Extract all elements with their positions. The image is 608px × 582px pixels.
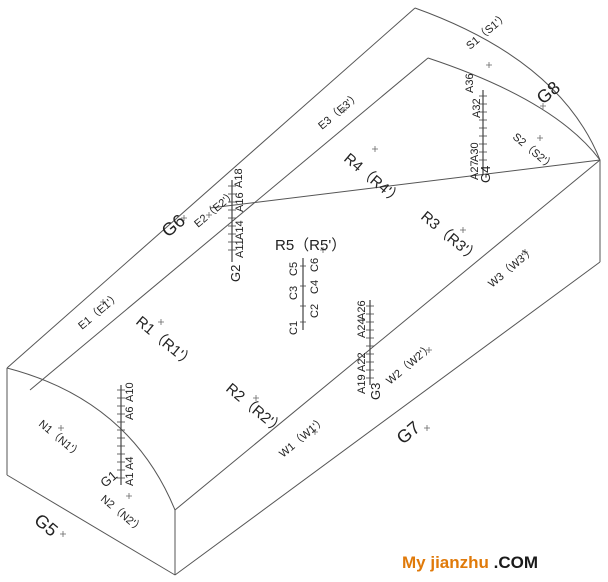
label-g7: G7 xyxy=(393,417,424,448)
label-a6: A6 xyxy=(124,407,136,420)
labels: S1（S1'） A36 A32 G8 E3（E3'） S2（S2'） A30 A… xyxy=(30,10,564,541)
marker-r2 xyxy=(253,395,259,401)
label-a18: A18 xyxy=(233,168,245,188)
marker-g7 xyxy=(424,425,430,431)
rod-g2-ticks xyxy=(228,185,236,251)
box-edge-left-arch xyxy=(6,367,176,511)
box-edge-top-front xyxy=(209,159,601,209)
label-g5: G5 xyxy=(30,510,61,541)
marker-w1 xyxy=(312,429,318,435)
label-s2: S2（S2'） xyxy=(510,130,557,173)
watermark-suffix: .COM xyxy=(494,553,538,572)
rod-g4-ticks xyxy=(479,95,487,161)
label-a11: A11 xyxy=(234,239,246,258)
label-a16: A16 xyxy=(234,192,246,212)
label-c3: C3 xyxy=(288,286,300,300)
marker-n2 xyxy=(126,493,132,499)
label-w2: W2（W2'） xyxy=(384,341,436,388)
point-markers xyxy=(58,62,546,537)
label-w1: W1（W1'） xyxy=(277,414,329,461)
box-edge-bottom-front xyxy=(174,261,601,576)
label-a27: A27 xyxy=(469,160,481,180)
marker-e3 xyxy=(341,107,347,113)
marker-r5 xyxy=(320,247,326,253)
rods xyxy=(117,90,487,485)
marker-r4 xyxy=(372,146,378,152)
marker-r1 xyxy=(158,319,164,325)
label-g8: G8 xyxy=(533,77,564,108)
marker-e2 xyxy=(206,212,212,218)
label-g3: G3 xyxy=(368,383,383,400)
rod-g1-ticks xyxy=(117,389,125,479)
label-g1: G1 xyxy=(97,468,120,491)
label-r4: R4（R4'） xyxy=(340,150,405,209)
label-a36: A36 xyxy=(464,73,476,93)
box-outline xyxy=(6,7,601,576)
label-a22: A22 xyxy=(356,352,368,372)
marker-g8 xyxy=(540,103,546,109)
label-s1: S1（S1'） xyxy=(464,10,511,53)
label-c5: C5 xyxy=(288,262,300,276)
label-e3: E3（E3'） xyxy=(316,90,363,133)
label-w3: W3（W3'） xyxy=(486,244,538,291)
label-c2: C2 xyxy=(309,304,321,318)
label-a26: A26 xyxy=(356,300,368,320)
label-a24: A24 xyxy=(356,318,368,338)
rod-c-ticks xyxy=(300,265,306,323)
rod-g3-ticks xyxy=(366,305,374,379)
label-a1: A1 xyxy=(124,473,136,486)
label-g4: G4 xyxy=(478,166,493,183)
marker-r3 xyxy=(460,227,466,233)
marker-w2 xyxy=(426,347,432,353)
watermark-brand: jianzhu xyxy=(426,553,494,572)
label-a30: A30 xyxy=(469,142,481,162)
label-r2: R2（R2'） xyxy=(222,380,287,439)
label-g6: G6 xyxy=(158,210,189,241)
label-a14: A14 xyxy=(234,220,246,240)
marker-n1 xyxy=(58,425,64,431)
label-r5: R5（R5'） xyxy=(275,237,346,254)
marker-g6 xyxy=(181,215,187,221)
label-n1: N1（N1'） xyxy=(36,417,84,461)
label-a10: A10 xyxy=(124,382,136,402)
marker-e1 xyxy=(100,299,106,305)
marker-s2 xyxy=(537,135,543,141)
label-a19: A19 xyxy=(356,374,368,394)
box-edge-bottom-left xyxy=(6,474,176,576)
label-a32: A32 xyxy=(471,98,483,118)
label-g2: G2 xyxy=(228,265,243,282)
label-a4: A4 xyxy=(124,457,136,470)
marker-w3 xyxy=(522,249,528,255)
marker-s1 xyxy=(486,62,492,68)
box-edge-top-arch xyxy=(414,7,601,161)
box-edge-front-top xyxy=(174,159,601,511)
box-edge-inner-back xyxy=(29,57,429,391)
label-r3: R3（R3'） xyxy=(417,208,482,267)
box-edge-inner-arch xyxy=(427,57,601,161)
marker-g5 xyxy=(60,531,66,537)
label-c6: C6 xyxy=(309,258,321,272)
watermark-prefix: My xyxy=(402,553,426,572)
label-c1: C1 xyxy=(288,321,300,335)
label-n2: N2（N2'） xyxy=(98,492,146,536)
label-c4: C4 xyxy=(309,280,321,294)
label-r1: R1（R1'） xyxy=(132,313,197,372)
watermark: My jianzhu .COM xyxy=(402,553,538,572)
box-edge-top-back xyxy=(6,7,416,369)
label-e1: E1（E1'） xyxy=(76,290,123,333)
